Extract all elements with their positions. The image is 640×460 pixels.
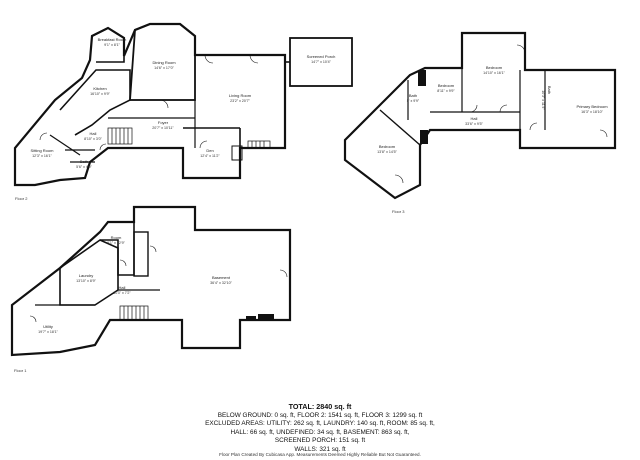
- floor-3-outline: [343, 31, 617, 200]
- summary-line: EXCLUDED AREAS: UTILITY: 262 sq. ft, LAU…: [205, 420, 435, 428]
- room-dims: 9'1" x 12'9": [107, 241, 125, 245]
- credit-line: Floor Plan Created By Cubicasa App. Meas…: [219, 452, 421, 457]
- door-swings: [394, 44, 608, 184]
- room-walls: [99, 221, 135, 276]
- room-dims: 8'11" x 9'9": [437, 89, 455, 93]
- summary-line: WALLS: 321 sq. ft: [294, 445, 346, 453]
- kitchen-walls: [59, 69, 131, 136]
- room-name: Bath: [80, 159, 88, 164]
- room-name: Bath: [409, 93, 417, 98]
- room-labels: Breakfast Room 9'1" x 8'1" Dining Room 1…: [14, 37, 608, 373]
- room-name: Utility: [43, 324, 53, 329]
- room-dims: 13'8" x 14'5": [377, 150, 397, 154]
- floor-label: Floor 3: [392, 209, 405, 214]
- room-name: Breakfast Room: [98, 37, 127, 42]
- room-name: Bedroom: [379, 144, 396, 149]
- room-name: Den: [206, 148, 213, 153]
- mechanical-block: [246, 316, 256, 320]
- closet-block: [420, 130, 428, 144]
- room-name: Dining Room: [152, 60, 176, 65]
- room-dims: 12'4" x 11'2": [200, 154, 220, 158]
- room-dims: 10'3" x 11'4": [541, 90, 545, 110]
- room-dims: 9'1" x 8'1": [104, 43, 120, 47]
- total-area: TOTAL: 2840 sq. ft: [288, 402, 352, 411]
- floor-2-plan: [13, 22, 353, 187]
- closet: [133, 231, 149, 277]
- door-swings: [39, 54, 259, 151]
- fireplace: [231, 145, 243, 161]
- room-name: Hall: [471, 116, 478, 121]
- room-dims: 8'10" x 3'0": [84, 137, 102, 141]
- room-name: Basement: [212, 275, 231, 280]
- floor-1-plan: [10, 205, 292, 357]
- room-name: Hall: [119, 285, 126, 290]
- room-dims: 16'10" x 9'9": [90, 92, 110, 96]
- breakfast-room-walls: [91, 27, 125, 63]
- room-dims: 12'3" x 16'1": [32, 154, 52, 158]
- room-dims: 5'6" x 4'0": [76, 165, 92, 169]
- door-swings: [29, 245, 288, 323]
- room-dims: 14'10" x 16'1": [483, 71, 505, 75]
- room-name: Sitting Room: [31, 148, 55, 153]
- room-name: Bedroom: [438, 83, 455, 88]
- room-dims: 19'7" x 18'1": [38, 330, 58, 334]
- room-dims: 36'4" x 32'10": [210, 281, 232, 285]
- room-name: Bedroom: [486, 65, 503, 70]
- room-dims: 5' x 9'9": [407, 99, 420, 103]
- stairs: [107, 127, 271, 149]
- room-name: Kitchen: [93, 86, 106, 91]
- area-summary: TOTAL: 2840 sq. ft BELOW GROUND: 0 sq. f…: [0, 402, 640, 455]
- room-name: Room: [111, 235, 122, 240]
- room-name: Hall: [90, 131, 97, 136]
- room-name: Living Room: [229, 93, 252, 98]
- room-dims: 13'10" x 8'9": [76, 279, 96, 283]
- summary-line: BELOW GROUND: 0 sq. ft, FLOOR 2: 1541 sq…: [217, 411, 423, 419]
- room-name: Primary Bedroom: [576, 104, 608, 109]
- room-dims: 11'3" x 7'2": [113, 291, 131, 295]
- room-dims: 33'6" x 9'5": [465, 122, 483, 126]
- room-name: Bath: [547, 86, 552, 94]
- wall: [49, 134, 81, 156]
- room-dims: 14'7" x 10'4": [311, 60, 331, 64]
- floor-label: Floor 2: [15, 196, 28, 201]
- closet-block: [418, 70, 426, 86]
- room-name: Laundry: [79, 273, 93, 278]
- room-name: Screened Porch: [307, 54, 336, 59]
- summary-line: SCREENED PORCH: 151 sq. ft: [274, 437, 366, 445]
- stairs: [119, 305, 149, 321]
- wall: [379, 109, 421, 146]
- floor-3-plan: [343, 31, 617, 200]
- room-dims: 16'3" x 18'10": [581, 110, 603, 114]
- room-name: Foyer: [158, 120, 169, 125]
- room-dims: 20'7" x 10'11": [152, 126, 174, 130]
- room-dims: 23'2" x 20'7": [230, 99, 250, 103]
- floor-2-outline: [13, 22, 287, 187]
- room-dims: 14'6" x 17'0": [154, 66, 174, 70]
- mechanical-block: [258, 314, 274, 320]
- summary-line: HALL: 66 sq. ft, UNDEFINED: 34 sq. ft, B…: [230, 428, 410, 436]
- floor-label: Floor 1: [14, 368, 27, 373]
